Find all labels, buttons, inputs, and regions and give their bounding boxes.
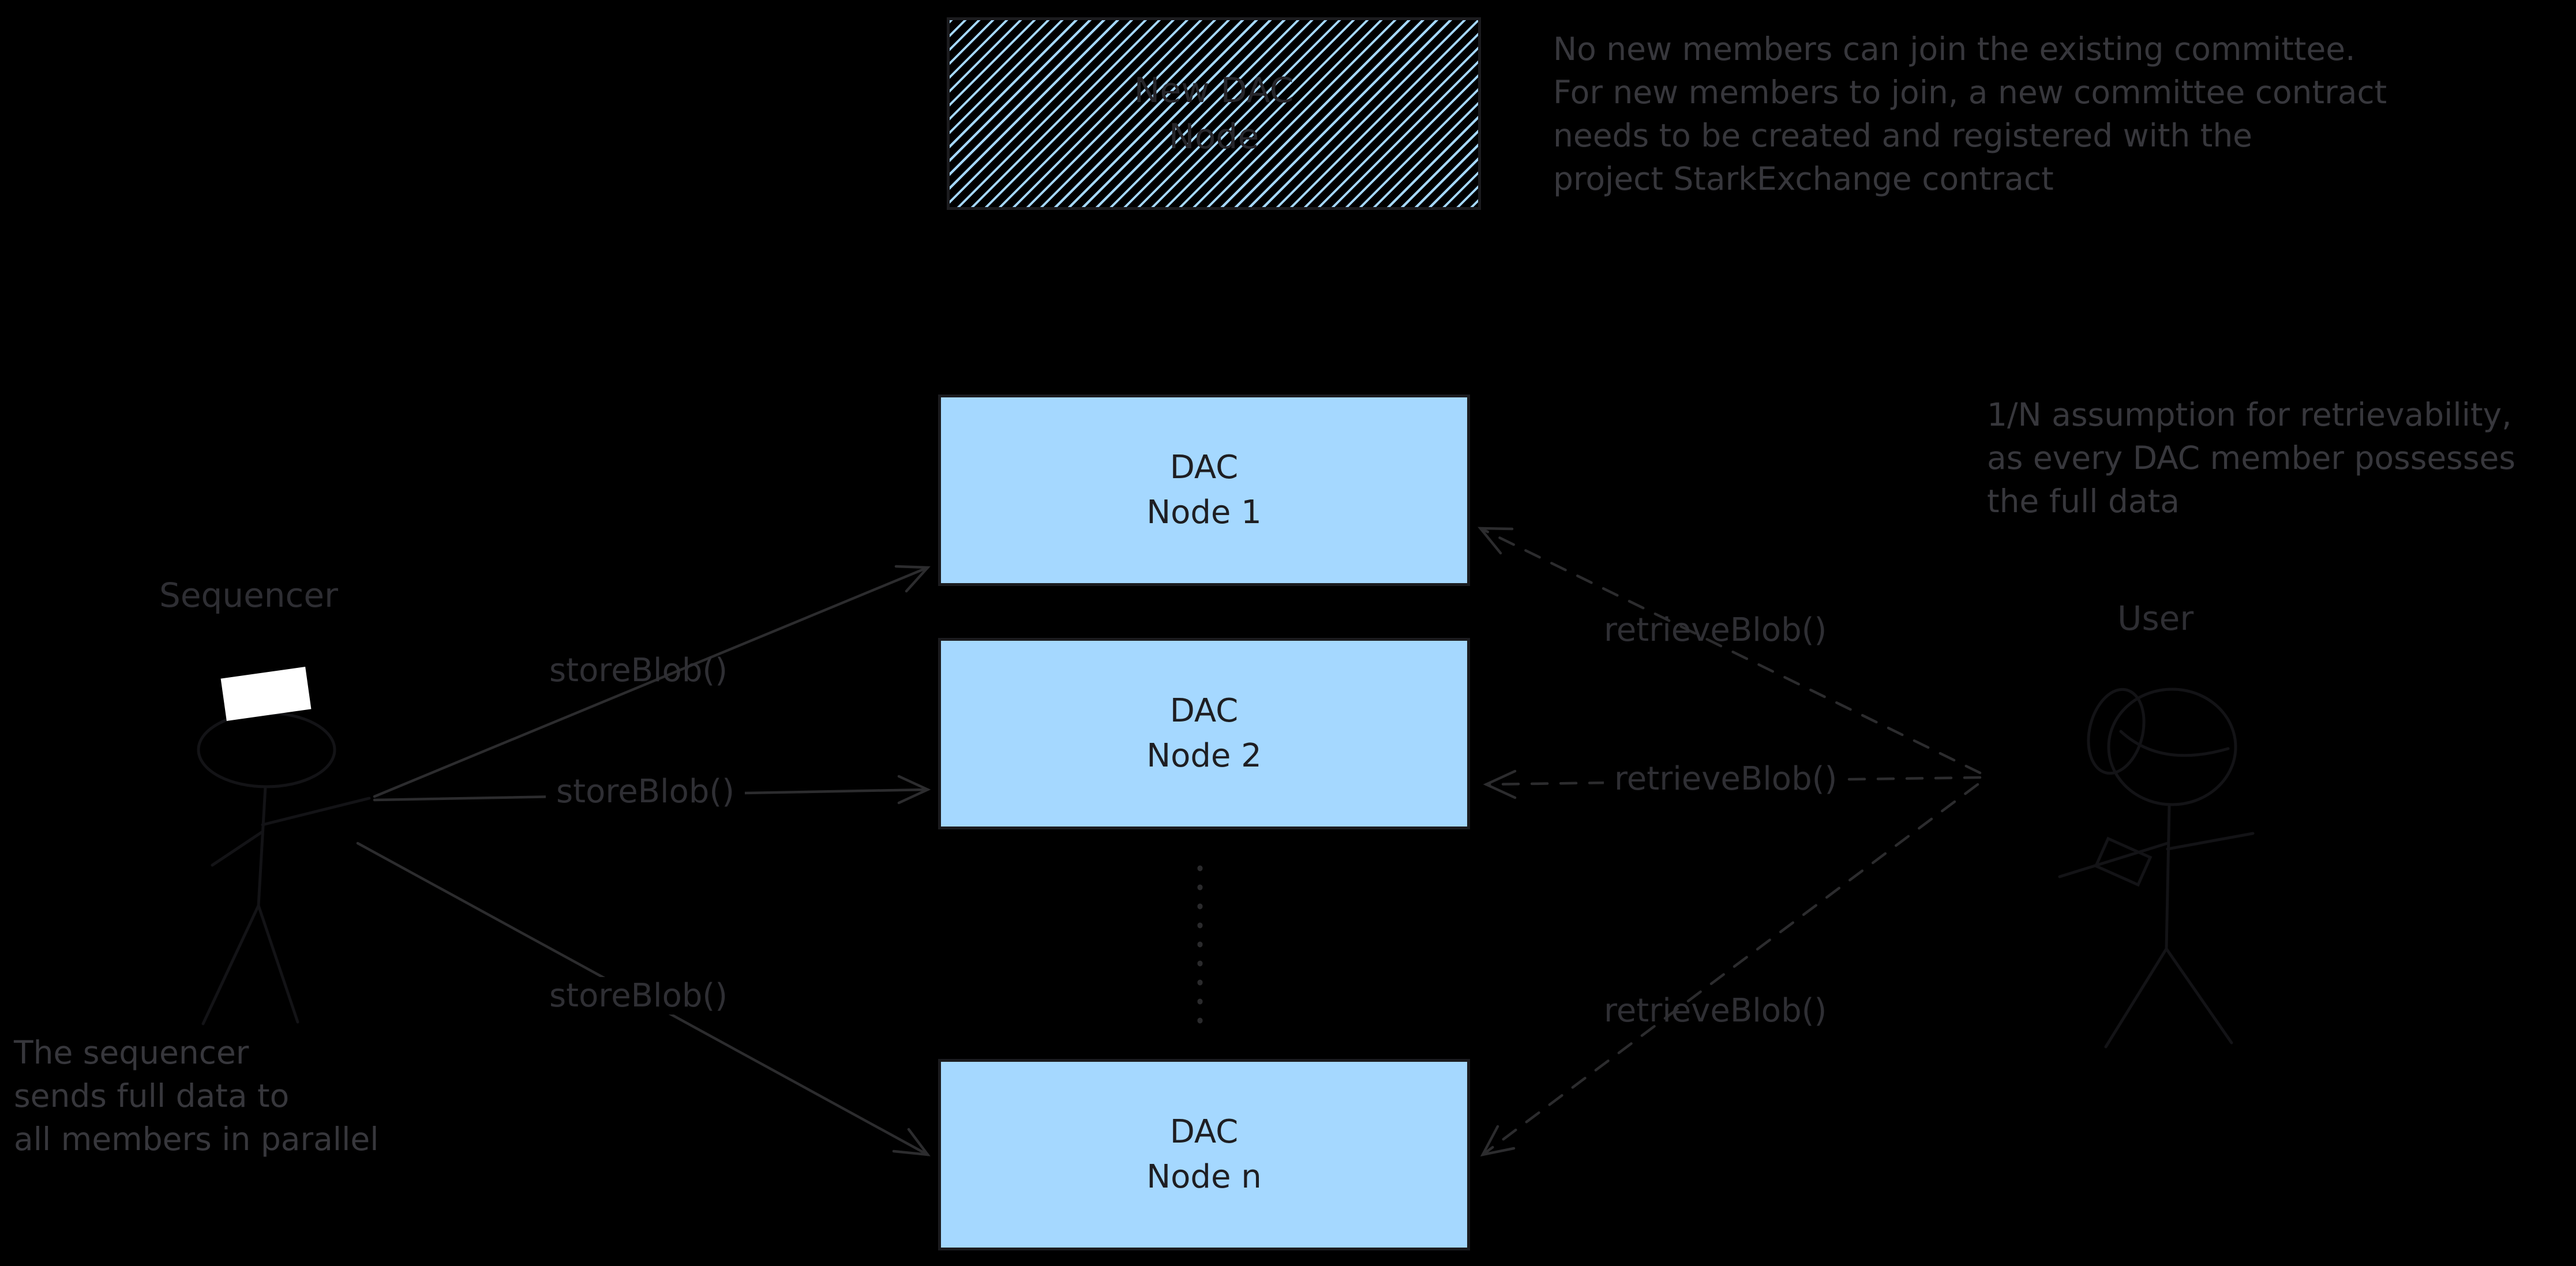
retrievability-note-line2: as every DAC member possesses xyxy=(1987,439,2515,476)
store-blob-label-2: storeBlob() xyxy=(546,773,745,810)
dac-node-2-label-line2: Node 2 xyxy=(1146,737,1262,775)
new-dac-node-label-line2: Node xyxy=(1168,117,1259,157)
committee-note-line1: No new members can join the existing com… xyxy=(1553,31,2356,67)
retrieve-blob-label-1: retrieveBlob() xyxy=(1604,611,1827,649)
store-blob-arrow-1 xyxy=(373,565,931,798)
user-icon xyxy=(2058,688,2255,1049)
committee-note-line2: For new members to join, a new committee… xyxy=(1553,74,2387,111)
sequencer-note: The sequencer sends full data to all mem… xyxy=(14,1031,378,1161)
retrievability-note: 1/N assumption for retrievability, as ev… xyxy=(1987,393,2515,523)
store-blob-label-1: storeBlob() xyxy=(549,652,728,689)
dac-node-1-label-line1: DAC xyxy=(1169,449,1239,486)
retrievability-note-line1: 1/N assumption for retrievability, xyxy=(1987,396,2512,433)
dac-node-n-label-line2: Node n xyxy=(1146,1158,1262,1196)
sequencer-note-line1: The sequencer xyxy=(14,1034,249,1071)
new-dac-node-box: New DAC Node xyxy=(947,17,1481,210)
sequencer-visor-highlight xyxy=(220,667,312,721)
user-label: User xyxy=(2117,599,2194,638)
retrieve-blob-label-2: retrieveBlob() xyxy=(1604,760,1848,798)
dac-node-1-box: DAC Node 1 xyxy=(938,395,1470,586)
dac-node-n-label-line1: DAC xyxy=(1169,1113,1239,1151)
retrieve-blob-arrow-1 xyxy=(1478,527,1982,775)
retrieve-blob-label-3: retrieveBlob() xyxy=(1604,992,1827,1030)
dac-node-1-label-line2: Node 1 xyxy=(1146,494,1262,531)
store-blob-label-3: storeBlob() xyxy=(539,977,738,1015)
dac-node-2-box: DAC Node 2 xyxy=(938,638,1470,829)
committee-note: No new members can join the existing com… xyxy=(1553,28,2387,201)
sequencer-icon xyxy=(197,667,371,1025)
dac-node-2-label-line1: DAC xyxy=(1169,692,1239,730)
sequencer-label: Sequencer xyxy=(159,576,338,615)
committee-note-line4: project StarkExchange contract xyxy=(1553,160,2054,197)
retrieve-blob-arrow-3 xyxy=(1480,783,1979,1157)
sequencer-note-line2: sends full data to xyxy=(14,1077,290,1114)
retrievability-note-line3: the full data xyxy=(1987,483,2180,520)
committee-note-line3: needs to be created and registered with … xyxy=(1553,117,2253,154)
dac-node-n-box: DAC Node n xyxy=(938,1059,1470,1250)
new-dac-node-label-line1: New DAC xyxy=(1134,70,1294,111)
sequencer-note-line3: all members in parallel xyxy=(14,1121,379,1158)
